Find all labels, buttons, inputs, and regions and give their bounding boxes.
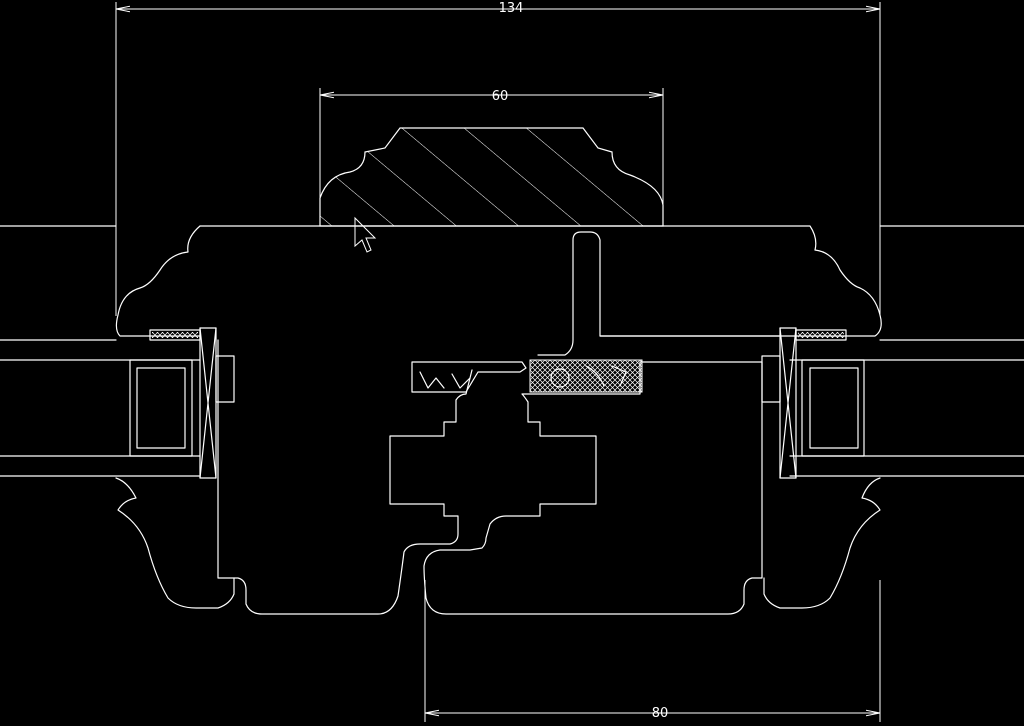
right-glazing-unit (761, 327, 865, 479)
left-glazing-unit (129, 327, 235, 479)
cursor-marker (354, 216, 377, 253)
upper-frame-moulding (115, 225, 882, 356)
centre-sash-profiles (115, 339, 881, 615)
dimension-top-bead-label: 60 (492, 89, 509, 104)
wall-lines (0, 225, 1024, 477)
dimension-sash-label: 80 (652, 706, 669, 721)
hatched-top-bead (319, 127, 664, 227)
dimension-sash: 80 (424, 580, 881, 722)
dimension-overall: 134 (115, 1, 881, 316)
dimension-overall-label: 134 (499, 1, 524, 16)
